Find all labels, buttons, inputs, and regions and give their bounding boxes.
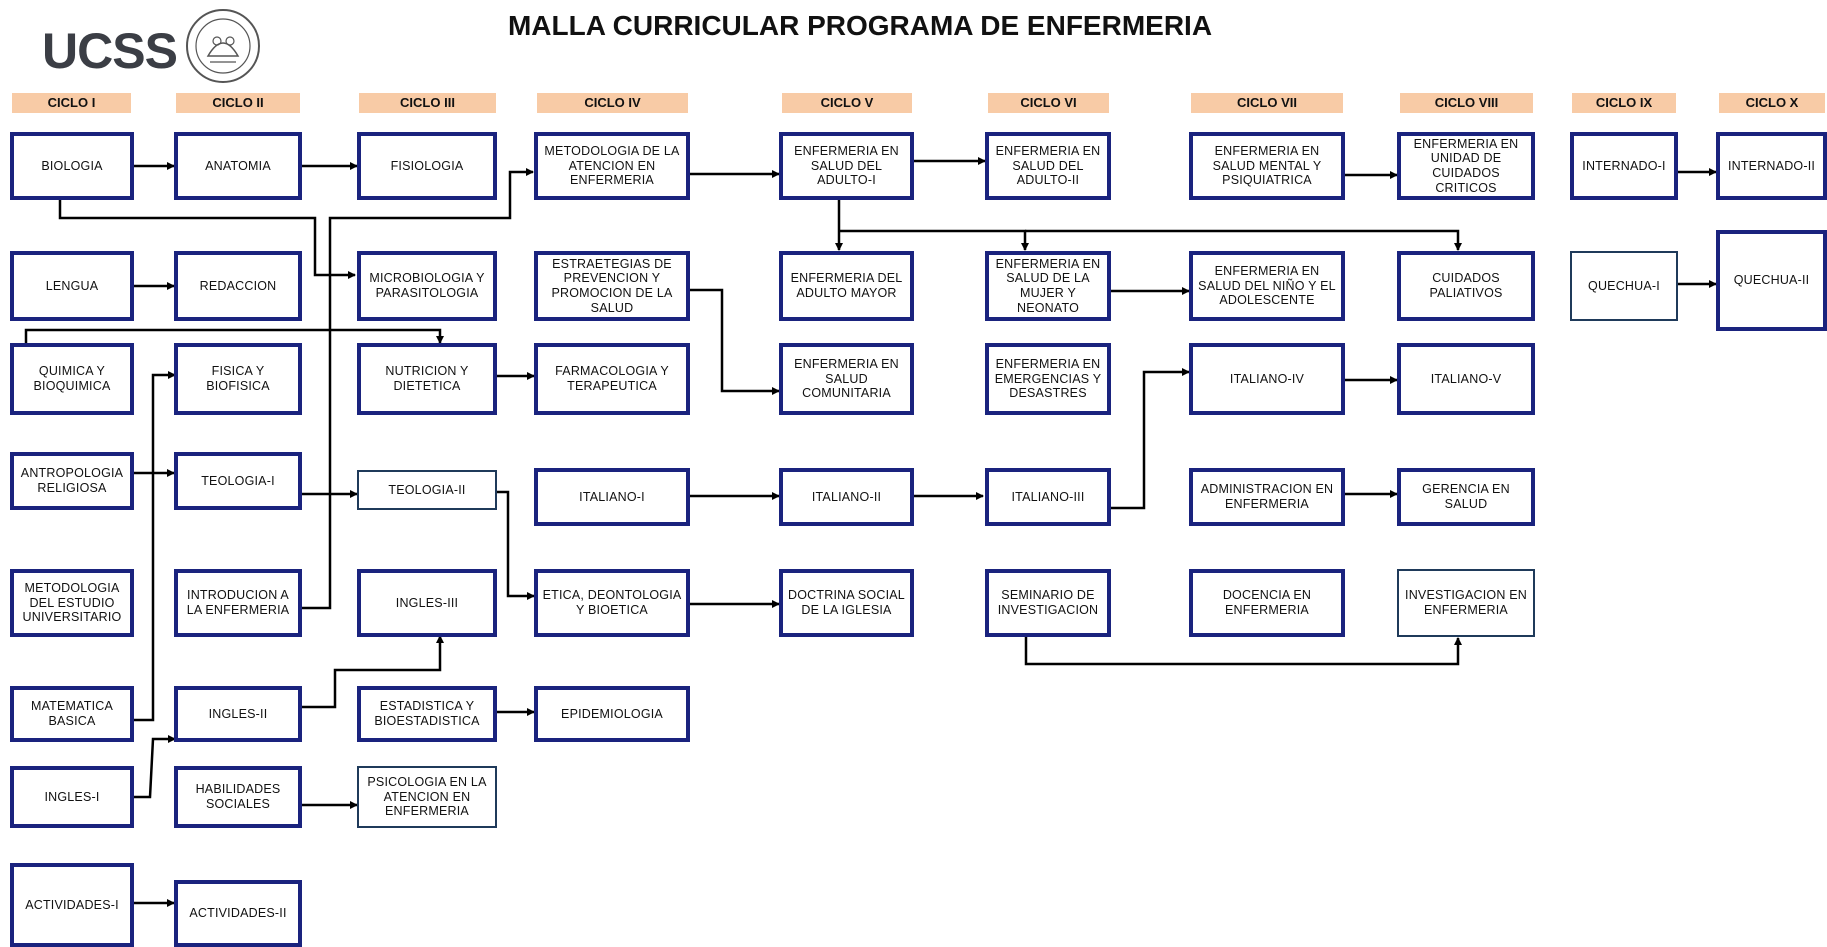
course-antropologia[interactable]: ANTROPOLOGIA RELIGIOSA (10, 452, 134, 510)
course-etica[interactable]: ETICA, DEONTOLOGIA Y BIOETICA (534, 569, 690, 637)
course-estrategias[interactable]: ESTRAETEGIAS DE PREVENCION Y PROMOCION D… (534, 251, 690, 321)
course-emergencias[interactable]: ENFERMERIA EN EMERGENCIAS Y DESASTRES (985, 343, 1111, 415)
arrow-ingles2-ingles3 (301, 635, 444, 709)
course-metodologia-estudio[interactable]: METODOLOGIA DEL ESTUDIO UNIVERSITARIO (10, 569, 134, 637)
cycle-header-3: CICLO III (359, 93, 496, 113)
course-introduccion[interactable]: INTRODUCION A LA ENFERMERIA (174, 569, 302, 637)
course-comunitaria[interactable]: ENFERMERIA EN SALUD COMUNITARIA (779, 343, 914, 415)
cycle-header-6: CICLO VI (988, 93, 1109, 113)
course-farmacologia[interactable]: FARMACOLOGIA Y TERAPEUTICA (534, 343, 690, 415)
cycle-header-8: CICLO VIII (1400, 93, 1533, 113)
course-ingles2[interactable]: INGLES-II (174, 686, 302, 742)
course-fisica[interactable]: FISICA Y BIOFISICA (174, 343, 302, 415)
course-matematica[interactable]: MATEMATICA BASICA (10, 686, 134, 742)
arrow-adulto1-paliativos (1025, 229, 1462, 251)
course-seminario[interactable]: SEMINARIO DE INVESTIGACION (985, 569, 1111, 637)
course-nutricion[interactable]: NUTRICION Y DIETETICA (357, 343, 497, 415)
university-logo: UCSS (38, 8, 278, 84)
course-adulto-mayor[interactable]: ENFERMERIA DEL ADULTO MAYOR (779, 251, 914, 321)
course-italiano1[interactable]: ITALIANO-I (534, 468, 690, 526)
course-administracion[interactable]: ADMINISTRACION EN ENFERMERIA (1189, 468, 1345, 526)
course-internado1[interactable]: INTERNADO-I (1570, 132, 1678, 200)
arrow-matematica-fisica (133, 371, 176, 722)
course-italiano2[interactable]: ITALIANO-II (779, 468, 914, 526)
course-italiano4[interactable]: ITALIANO-IV (1189, 343, 1345, 415)
page-title: MALLA CURRICULAR PROGRAMA DE ENFERMERIA (507, 10, 1213, 41)
course-mental[interactable]: ENFERMERIA EN SALUD MENTAL Y PSIQUIATRIC… (1189, 132, 1345, 200)
arrow-biologia-microbiologia (58, 200, 356, 279)
cycle-header-2: CICLO II (176, 93, 300, 113)
course-paliativos[interactable]: CUIDADOS PALIATIVOS (1397, 251, 1535, 321)
arrow-estrategias-comunitaria (690, 288, 780, 395)
course-cuidados-criticos[interactable]: ENFERMERIA EN UNIDAD DE CUIDADOS CRITICO… (1397, 132, 1535, 200)
cycle-header-4: CICLO IV (537, 93, 688, 113)
course-ingles3[interactable]: INGLES-III (357, 569, 497, 637)
course-anatomia[interactable]: ANATOMIA (174, 132, 302, 200)
arrow-seminario-investigacion (1024, 637, 1462, 666)
arrow-adulto1-mujer (839, 229, 1029, 251)
arrow-quimica-fisica (24, 328, 444, 344)
course-doctrina[interactable]: DOCTRINA SOCIAL DE LA IGLESIA (779, 569, 914, 637)
course-teologia1[interactable]: TEOLOGIA-I (174, 452, 302, 510)
course-lengua[interactable]: LENGUA (10, 251, 134, 321)
course-adulto1[interactable]: ENFERMERIA EN SALUD DEL ADULTO-I (779, 132, 914, 200)
course-actividades1[interactable]: ACTIVIDADES-I (10, 863, 134, 947)
course-redaccion[interactable]: REDACCION (174, 251, 302, 321)
arrow-italiano3-italiano4 (1110, 368, 1190, 510)
course-italiano3[interactable]: ITALIANO-III (985, 468, 1111, 526)
cycle-header-10: CICLO X (1719, 93, 1825, 113)
course-docencia[interactable]: DOCENCIA EN ENFERMERIA (1189, 569, 1345, 637)
course-microbiologia[interactable]: MICROBIOLOGIA Y PARASITOLOGIA (357, 251, 497, 321)
course-estadistica[interactable]: ESTADISTICA Y BIOESTADISTICA (357, 686, 497, 742)
cycle-header-5: CICLO V (782, 93, 912, 113)
cycle-header-7: CICLO VII (1191, 93, 1343, 113)
course-italiano5[interactable]: ITALIANO-V (1397, 343, 1535, 415)
course-psicologia[interactable]: PSICOLOGIA EN LA ATENCION EN ENFERMERIA (357, 766, 497, 828)
course-biologia[interactable]: BIOLOGIA (10, 132, 134, 200)
course-adulto2[interactable]: ENFERMERIA EN SALUD DEL ADULTO-II (985, 132, 1111, 200)
course-fisiologia[interactable]: FISIOLOGIA (357, 132, 497, 200)
course-ingles1[interactable]: INGLES-I (10, 766, 134, 828)
course-mujer[interactable]: ENFERMERIA EN SALUD DE LA MUJER Y NEONAT… (985, 251, 1111, 321)
course-actividades2[interactable]: ACTIVIDADES-II (174, 880, 302, 947)
logo-wordmark: UCSS (42, 23, 178, 79)
course-gerencia[interactable]: GERENCIA EN SALUD (1397, 468, 1535, 526)
course-quechua1[interactable]: QUECHUA-I (1570, 251, 1678, 321)
arrow-teologia2-etica (497, 490, 535, 600)
arrow-introduccion-metodologia (301, 168, 534, 610)
course-habilidades[interactable]: HABILIDADES SOCIALES (174, 766, 302, 828)
course-investigacion[interactable]: INVESTIGACION EN ENFERMERIA (1397, 569, 1535, 637)
course-nino[interactable]: ENFERMERIA EN SALUD DEL NIÑO Y EL ADOLES… (1189, 251, 1345, 321)
university-seal-icon (186, 9, 260, 83)
course-epidemiologia[interactable]: EPIDEMIOLOGIA (534, 686, 690, 742)
cycle-header-9: CICLO IX (1572, 93, 1676, 113)
cycle-header-1: CICLO I (12, 93, 131, 113)
course-internado2[interactable]: INTERNADO-II (1716, 132, 1827, 200)
arrow-ingles1-ingles2 (133, 735, 176, 799)
course-quechua2[interactable]: QUECHUA-II (1716, 230, 1827, 331)
course-teologia2[interactable]: TEOLOGIA-II (357, 470, 497, 510)
course-quimica[interactable]: QUIMICA Y BIOQUIMICA (10, 343, 134, 415)
course-metodologia-atencion[interactable]: METODOLOGIA DE LA ATENCION EN ENFERMERIA (534, 132, 690, 200)
